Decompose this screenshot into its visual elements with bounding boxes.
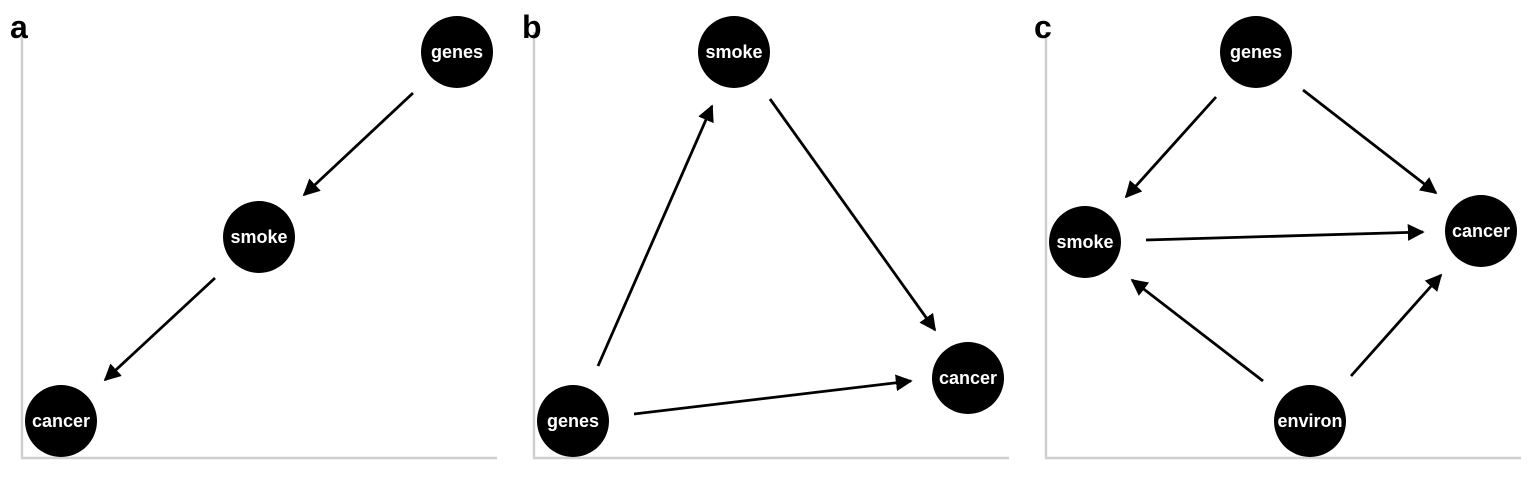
node-environ: environ [1274,385,1346,457]
node-circle [25,385,97,457]
node-circle [537,385,609,457]
node-label: environ [1277,411,1342,431]
edge-arrow-genes-to-smoke [1124,96,1218,199]
node-cancer: cancer [1445,195,1517,267]
edge-arrow-smoke-to-cancer [103,276,216,382]
node-label: cancer [32,411,90,431]
node-circle [932,342,1004,414]
node-genes: genes [1220,16,1292,88]
panel-label: c [1034,9,1052,45]
panel-axis [20,32,497,460]
edge-arrow-genes-to-cancer [1302,88,1438,195]
node-smoke: smoke [1049,206,1121,278]
panel-a: a genes smoke cancer [10,9,497,460]
node-circle [1220,16,1292,88]
node-cancer: cancer [25,385,97,457]
edge-arrow-smoke-to-cancer [768,98,937,332]
edge-arrow-genes-to-smoke [302,91,414,197]
panel-axis [1044,32,1521,460]
edge-arrow-genes-to-smoke [596,104,714,367]
panel-label: a [10,9,28,45]
node-circle [223,201,295,273]
node-genes: genes [421,16,493,88]
node-genes: genes [537,385,609,457]
node-label: genes [431,42,483,62]
node-circle [698,16,770,88]
node-label: cancer [1452,221,1510,241]
panel-b: b smoke genes cancer [522,9,1009,460]
node-circle [1445,195,1517,267]
node-smoke: smoke [223,201,295,273]
node-circle [421,16,493,88]
edge-arrow-smoke-to-cancer [1145,224,1425,242]
node-cancer: cancer [932,342,1004,414]
node-label: smoke [230,227,287,247]
node-smoke: smoke [698,16,770,88]
node-circle [1049,206,1121,278]
node-label: cancer [939,368,997,388]
node-label: genes [547,411,599,431]
node-label: smoke [705,42,762,62]
edge-arrow-genes-to-cancer [633,374,913,416]
panel-c: c genes smoke cancer environ [1034,9,1521,460]
node-label: smoke [1056,232,1113,252]
edge-arrow-environ-to-cancer [1349,273,1443,377]
edge-arrow-environ-to-smoke [1130,278,1264,383]
panel-label: b [522,9,542,45]
node-label: genes [1230,42,1282,62]
panel-axis [532,32,1009,460]
node-circle [1274,385,1346,457]
